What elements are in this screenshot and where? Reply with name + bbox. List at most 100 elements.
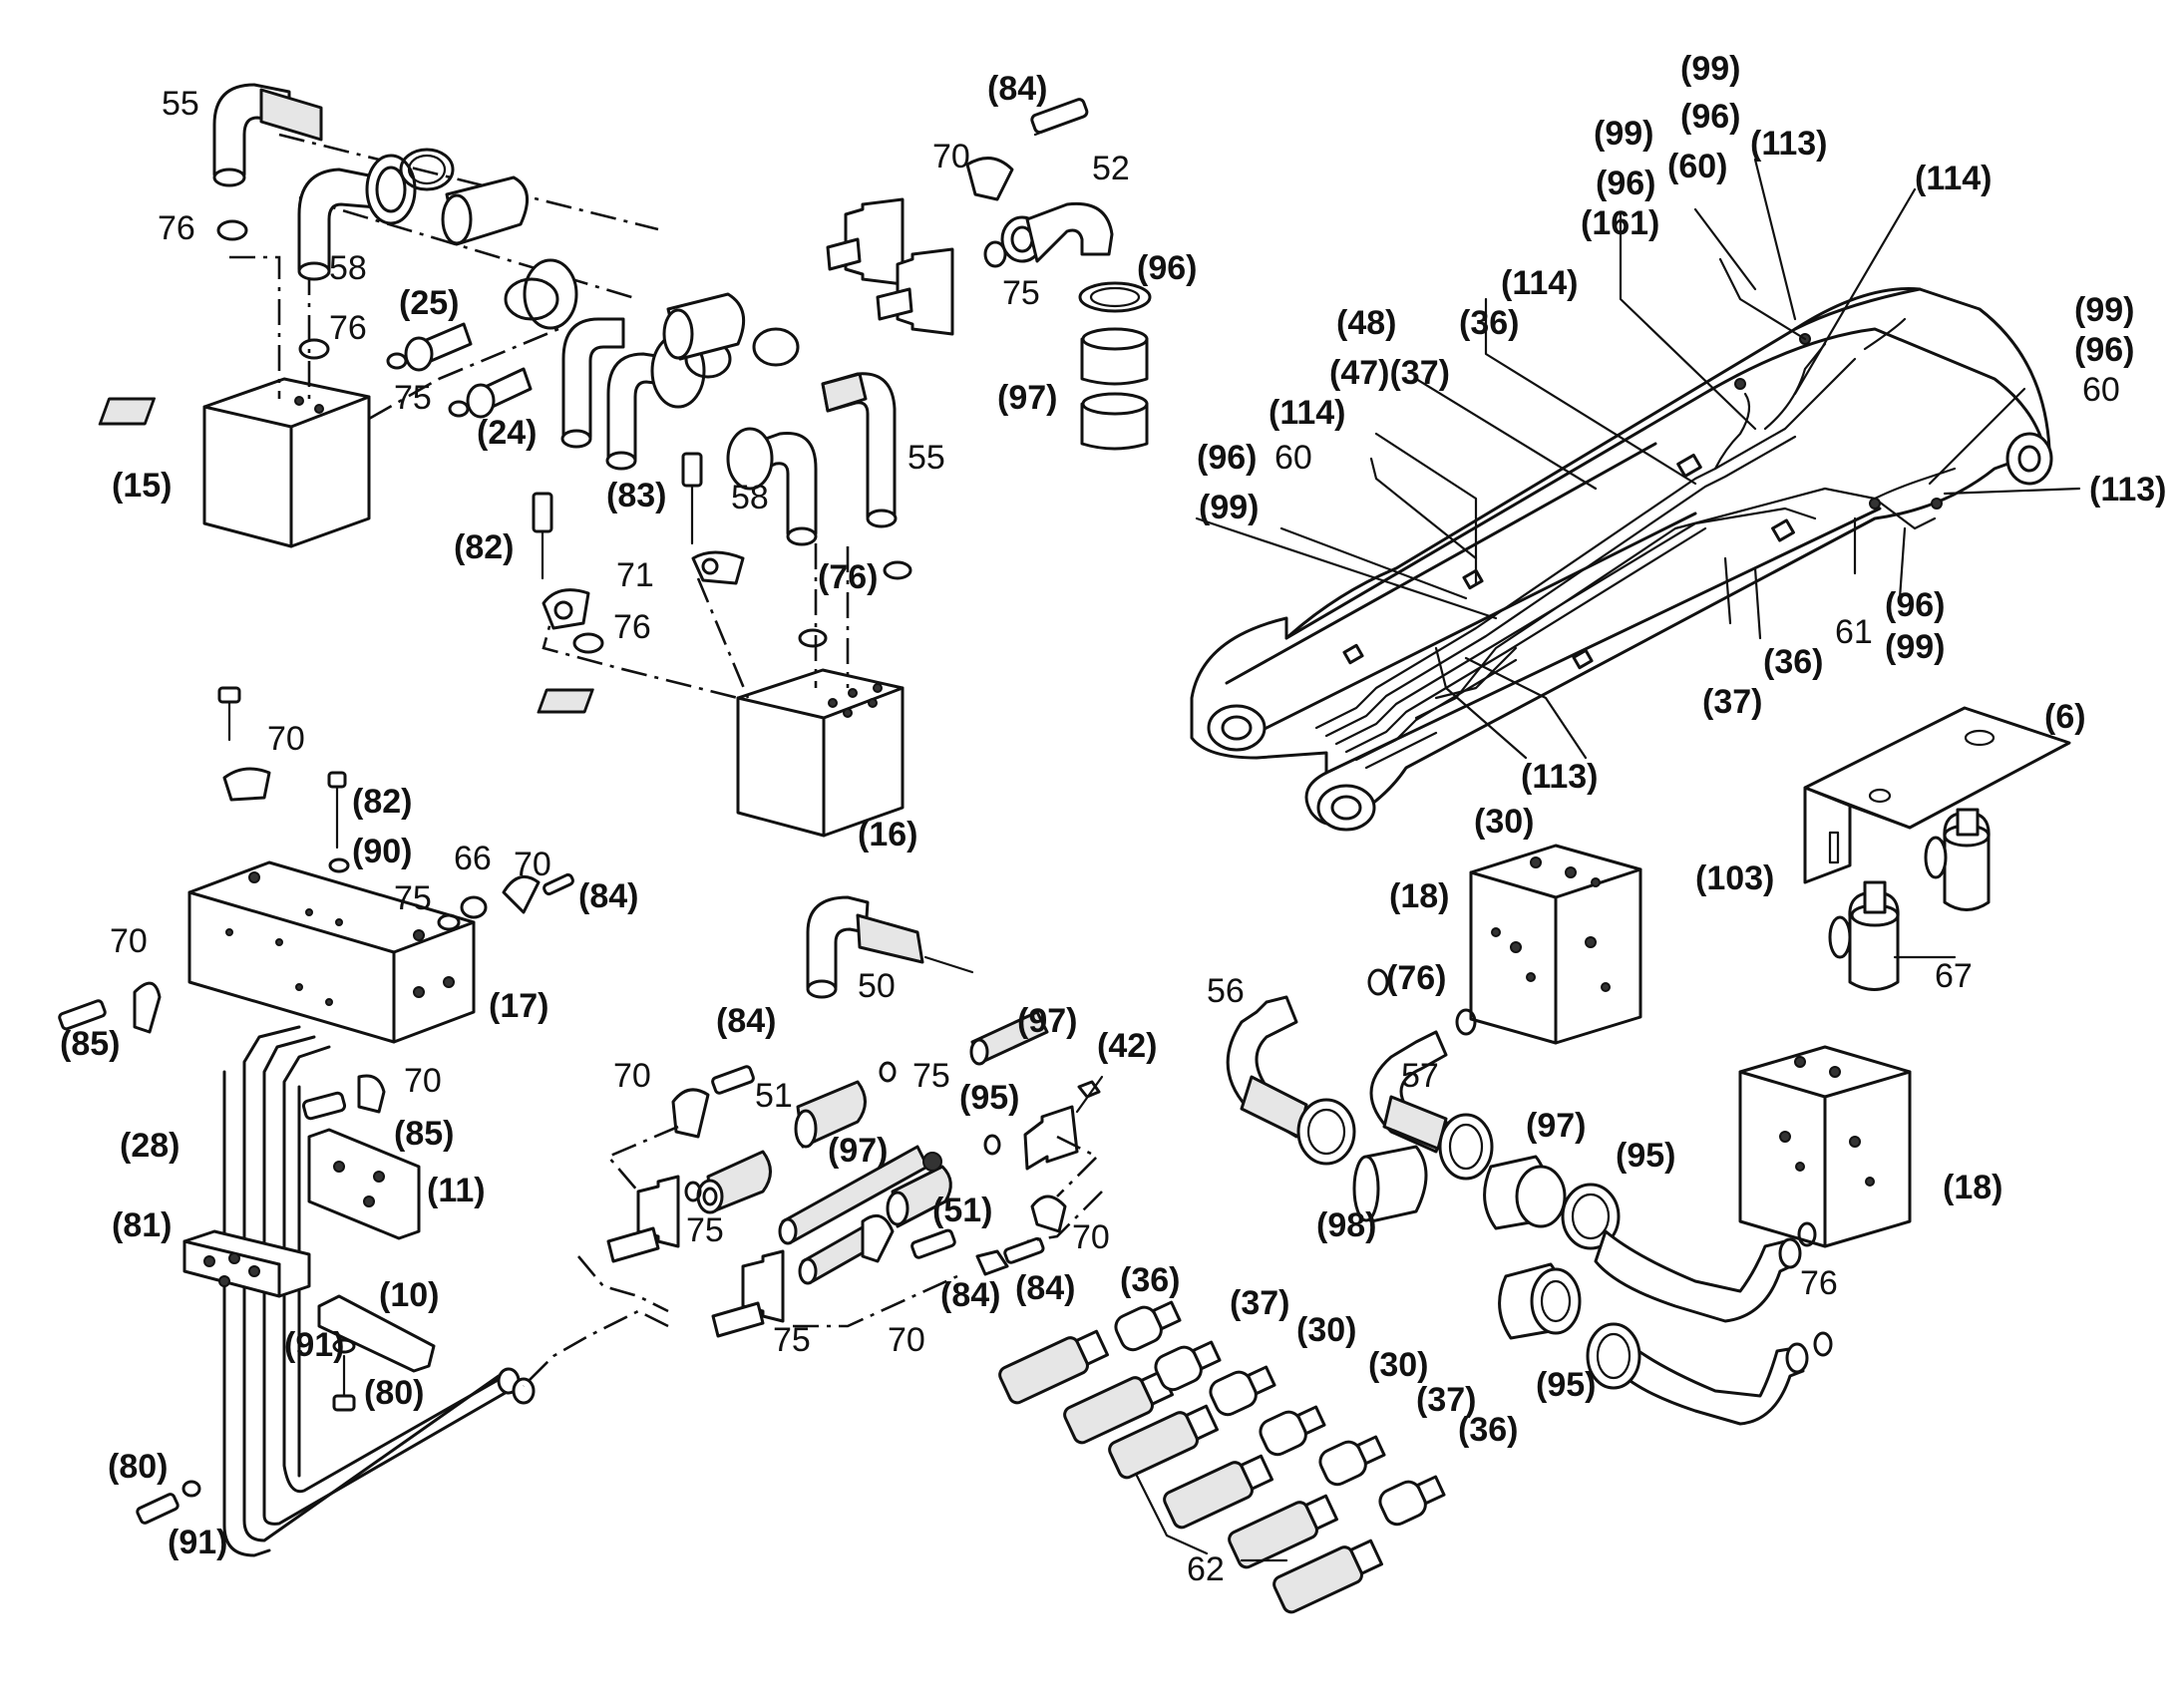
callout: (161)	[1581, 204, 1659, 242]
callout: 67	[1935, 957, 1973, 995]
callout: 70	[267, 720, 305, 758]
callout: (91)	[284, 1326, 344, 1364]
callout: (48)	[1336, 304, 1396, 342]
callout: (82)	[454, 528, 514, 566]
callout: (99)	[2074, 291, 2134, 329]
bracket-71-and-bolts	[532, 452, 745, 654]
callout: (28)	[120, 1127, 180, 1165]
callout: 76	[158, 209, 195, 247]
callout: (97)	[1017, 1002, 1077, 1040]
callout: (6)	[2044, 698, 2086, 736]
callout: (76)	[818, 558, 878, 596]
callout: (96)	[1596, 165, 1655, 202]
callout: 55	[908, 439, 945, 477]
callout: (30)	[1474, 803, 1534, 841]
callout: (96)	[2074, 331, 2134, 369]
valve-block-18-upper	[1469, 844, 1642, 1045]
callout: (84)	[716, 1002, 776, 1040]
callout: (76)	[1386, 959, 1446, 997]
callout: (37)	[1702, 683, 1762, 721]
callout: (30)	[1368, 1346, 1428, 1384]
valve-block-15-assembly	[98, 83, 912, 648]
hose-group-56-57	[1226, 968, 1833, 1426]
callout: (99)	[1199, 489, 1259, 526]
callout: 76	[1800, 1264, 1838, 1302]
callout: (84)	[987, 70, 1047, 108]
callout: (98)	[1316, 1206, 1376, 1244]
callout: (84)	[940, 1276, 1000, 1314]
fittings-62-group	[998, 1300, 1446, 1614]
callout: (95)	[959, 1079, 1019, 1117]
callout: (96)	[1680, 98, 1740, 136]
callout: (91)	[168, 1524, 227, 1561]
callout: (36)	[1120, 1261, 1180, 1299]
callout: (18)	[1943, 1169, 2002, 1206]
callout: (82)	[352, 783, 412, 821]
callout: (113)	[1750, 125, 1828, 163]
callout: (80)	[108, 1448, 168, 1486]
callout: (99)	[1594, 115, 1653, 153]
callout: 75	[1002, 274, 1040, 312]
callout: 75	[686, 1211, 724, 1249]
callout: 51	[755, 1077, 793, 1115]
callout: (25)	[399, 284, 459, 322]
callout: (83)	[606, 477, 666, 514]
callout: 58	[731, 479, 769, 516]
callout: (84)	[1015, 1269, 1075, 1307]
callout: 71	[616, 556, 654, 594]
valve-block-17-assembly	[58, 686, 574, 1557]
callout: 60	[2082, 371, 2120, 409]
callout: (15)	[112, 467, 172, 505]
callout: (96)	[1137, 249, 1197, 287]
callout: 70	[888, 1321, 925, 1359]
callout: (47)(37)	[1329, 354, 1450, 392]
callout: (17)	[489, 987, 548, 1025]
boom-arm	[1190, 287, 2053, 832]
callout: 75	[394, 879, 432, 917]
callout: 55	[162, 85, 199, 123]
boom-leader-lines	[1195, 158, 2081, 760]
callout: 61	[1835, 613, 1873, 651]
callout: (97)	[828, 1132, 888, 1170]
callout: 76	[613, 608, 651, 646]
callout: (113)	[1521, 758, 1599, 796]
callout: 66	[454, 840, 492, 877]
callout: 58	[329, 249, 367, 287]
callout: (36)	[1459, 304, 1519, 342]
callout-labels: 55 76 58 (25) 76 75 (24) (15) (84) 70 52…	[60, 50, 2167, 1588]
callout: (114)	[1501, 264, 1579, 302]
callout: 62	[1187, 1550, 1225, 1588]
callout: (37)	[1230, 1284, 1289, 1322]
fitting-50-51-group	[523, 895, 1104, 1387]
callout: (80)	[364, 1374, 424, 1412]
callout: (10)	[379, 1276, 439, 1314]
callout: (90)	[352, 833, 412, 870]
callout: 50	[858, 967, 896, 1005]
callout: (97)	[1526, 1107, 1586, 1145]
callout: 70	[613, 1057, 651, 1095]
callout: (97)	[997, 379, 1057, 417]
callout: (81)	[112, 1206, 172, 1244]
callout: (42)	[1097, 1027, 1157, 1065]
callout: 70	[514, 846, 551, 883]
callout: 76	[329, 309, 367, 347]
callout: 56	[1207, 972, 1245, 1010]
callout: 60	[1274, 439, 1312, 477]
callout: (99)	[1680, 50, 1740, 88]
callout: (113)	[2089, 471, 2167, 509]
callout: 75	[773, 1321, 811, 1359]
callout: 70	[932, 138, 970, 175]
callout: (36)	[1763, 643, 1823, 681]
callout: 57	[1401, 1057, 1439, 1095]
callout: (37)	[1416, 1381, 1476, 1419]
callout: (30)	[1296, 1311, 1356, 1349]
callout: (60)	[1667, 148, 1727, 185]
callout: (114)	[1269, 394, 1346, 432]
bracket-6-assembly	[1803, 706, 2071, 991]
callout: 75	[912, 1057, 950, 1095]
callout: (24)	[477, 414, 537, 452]
callout: (114)	[1915, 160, 1993, 197]
callout: 52	[1092, 150, 1130, 187]
callout: 70	[110, 922, 148, 960]
